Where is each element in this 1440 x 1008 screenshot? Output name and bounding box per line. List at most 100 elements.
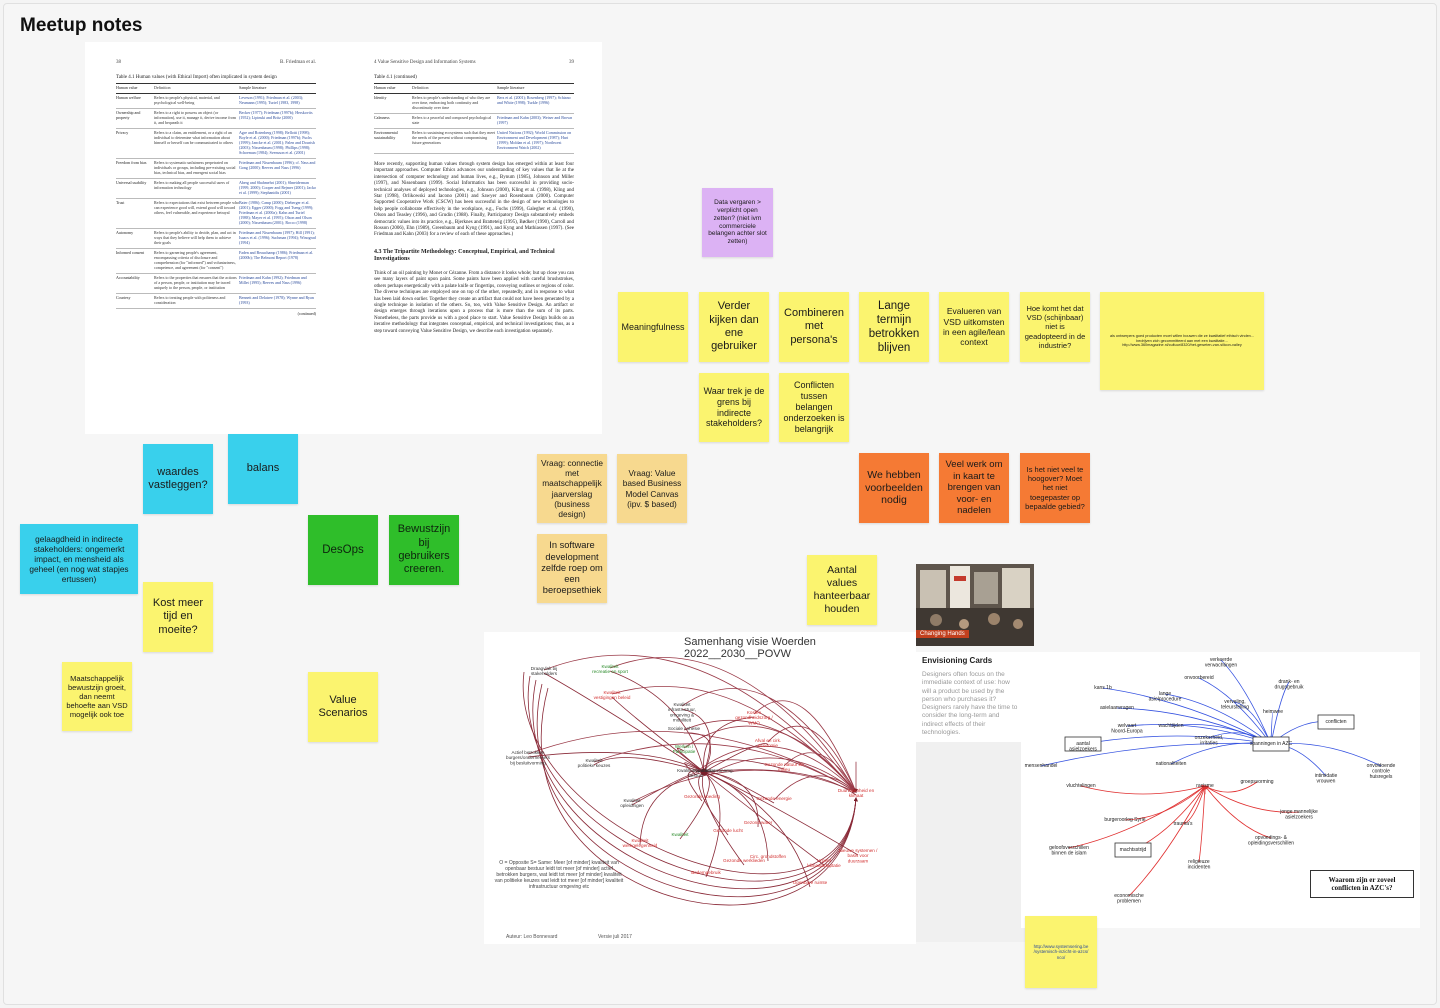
sticky-hoe-komt[interactable]: Hoe komt het dat VSD (schijnbaar) niet i… xyxy=(1020,292,1090,362)
paper-paragraph: Think of an oil painting by Monet or Céz… xyxy=(374,270,574,334)
sticky-systemsthinking-link[interactable]: http://www.systemsering.be /systemisch-i… xyxy=(1025,916,1097,988)
azc-edge-blue xyxy=(1102,687,1272,745)
sticky-veel-werk[interactable]: Veel werk om in kaart te brengen van voo… xyxy=(939,453,1009,523)
changing-hands-photo[interactable]: Changing Hands xyxy=(916,564,1034,646)
diagram-edge xyxy=(687,769,705,802)
table-cell: Leveson (1991); Friedman et al. (2003); … xyxy=(239,95,304,105)
table-cell: Courtesy xyxy=(116,295,131,300)
sticky-vraag-value[interactable]: Vraag: Value based Business Model Canvas… xyxy=(617,454,687,523)
table-cell: Autonomy xyxy=(116,230,134,235)
diagram-node: Afval en cirk.economie xyxy=(755,738,781,748)
azc-edge-red xyxy=(1128,785,1206,897)
sticky-gelaagdheid[interactable]: gelaagdheid in indirecte stakeholders: o… xyxy=(20,524,138,594)
diagram-node: Gezonde werklieden xyxy=(723,858,765,863)
sticky-verder-kijken[interactable]: Verder kijken dan ene gebruiker xyxy=(699,292,769,362)
sticky-bewustzijn[interactable]: Bewustzijn bij gebruikers creeren. xyxy=(389,515,459,585)
sticky-aantal-values[interactable]: Aantal values hanteerbaar houden xyxy=(807,555,877,625)
sticky-waardes[interactable]: waardes vastleggen? xyxy=(143,444,213,514)
azc-node: verveling,teleurstelling xyxy=(1221,699,1249,711)
azc-node: vluchtelingen xyxy=(1066,783,1095,789)
envisioning-cards-card[interactable]: Envisioning Cards Designers often focus … xyxy=(916,652,1026,742)
sticky-conflicten[interactable]: Conflicten tussen belangen onderzoeken i… xyxy=(779,373,849,442)
diagram-edge xyxy=(681,688,857,793)
diagram-edge xyxy=(703,759,785,773)
sticky-data-vergaren[interactable]: Data vergaren > verplicht open zetten? (… xyxy=(702,188,773,257)
causal-loop-diagram[interactable]: Samenhang visie Woerden 2022__2030__POVW… xyxy=(484,632,916,944)
azc-node: burgeroorlog Syrië xyxy=(1104,817,1145,823)
sticky-small-note[interactable]: als ontwerpers goed producten moet wille… xyxy=(1100,292,1264,390)
sticky-kost-meer[interactable]: Kost meer tijd en moeite? xyxy=(143,582,213,652)
diagram-edge xyxy=(611,696,705,773)
diagram-edge xyxy=(703,771,859,856)
table-cell: Refers to expectations that exist betwee… xyxy=(154,200,239,215)
sticky-balans[interactable]: balans xyxy=(228,434,298,504)
diagram-node: Gezond water xyxy=(744,820,773,825)
diagram-node: Sociale cohesie xyxy=(668,726,701,731)
sticky-evalueren[interactable]: Evalueren van VSD uitkomsten in een agil… xyxy=(939,292,1009,362)
sticky-maatschappelijk[interactable]: Maatschappelijk bewustzijn groeit, dan n… xyxy=(62,662,132,731)
diagram-version: Versie juli 2017 xyxy=(598,934,632,940)
table-cell: Aberg and Shahmehri (2001); Shneiderman … xyxy=(239,180,316,195)
sticky-in-software[interactable]: In software development zelfde roep om e… xyxy=(537,534,607,603)
azc-edge-blue xyxy=(1198,677,1272,745)
table-cell: Calmness xyxy=(374,115,390,120)
diagram-edge xyxy=(679,771,710,840)
diagram-title: Samenhang visie Woerden 2022__2030__POVW xyxy=(684,636,816,660)
table-cell: Faden and Beauchamp (1986); Friedman et … xyxy=(239,250,314,260)
sticky-desops[interactable]: DesOps xyxy=(308,515,378,585)
azc-edge-red xyxy=(1182,785,1206,825)
azc-edge-red xyxy=(1068,785,1206,849)
azc-node: heimwee xyxy=(1263,709,1283,715)
sticky-waar-trek[interactable]: Waar trek je de grens bij indirecte stak… xyxy=(699,373,769,442)
sticky-lange-termijn[interactable]: Lange termijn betrokken blijven xyxy=(859,292,929,362)
sticky-meaningfulness[interactable]: Meaningfulness xyxy=(618,292,688,362)
paper-right-page: 4 Value Sensitive Design and Information… xyxy=(374,60,574,335)
diagram-edge xyxy=(703,769,857,796)
sticky-we-hebben[interactable]: We hebben voorbeelden nodig xyxy=(859,453,929,523)
diagram-edge xyxy=(677,747,705,773)
table-cell: Refers to making all people successful u… xyxy=(154,180,230,190)
diagram-edge xyxy=(543,672,705,773)
left-table-caption: Table 4.1 Human values (with Ethical Imp… xyxy=(116,75,277,80)
table-cell: Human welfare xyxy=(116,95,141,100)
envisioning-text: Designers often focus on the immediate c… xyxy=(922,671,1018,737)
diagram-edge xyxy=(701,716,755,773)
sticky-vraag-connectie[interactable]: Vraag: connectie met maatschappelijk jaa… xyxy=(537,454,607,523)
diagram-node: Kwaliteit woonomg. xyxy=(694,768,734,773)
table-cell: Sample literature xyxy=(497,85,525,90)
table-cell: Human value xyxy=(116,85,138,90)
diagram-edge xyxy=(683,725,857,793)
diagram-edge xyxy=(703,771,721,878)
diagram-edge xyxy=(695,745,857,793)
sticky-is-het-niet[interactable]: Is het niet veel te hoogover? Moet het n… xyxy=(1020,453,1090,523)
table-cell: Refers to a right to possess an object (… xyxy=(154,110,236,125)
azc-node: nationaliteiten xyxy=(1156,761,1187,767)
table-cell: Accountability xyxy=(116,275,140,280)
table-cell: Friedman and Nissenbaum (1996); cf. Nass… xyxy=(239,160,316,170)
diagram-edge xyxy=(703,771,811,888)
sticky-combineren[interactable]: Combineren met persona's xyxy=(779,292,849,362)
azc-edge-red xyxy=(1204,785,1272,839)
table-cell: Refers to people's ability to decide, pl… xyxy=(154,230,236,245)
right-table-caption: Table 4.1 (continued) xyxy=(374,75,417,80)
table-cell: Agre and Rotenberg (1998); Bellotti (199… xyxy=(239,130,315,155)
sticky-value-scenarios[interactable]: Value Scenarios xyxy=(308,672,378,742)
table-cell: Freedom from bias xyxy=(116,160,147,165)
